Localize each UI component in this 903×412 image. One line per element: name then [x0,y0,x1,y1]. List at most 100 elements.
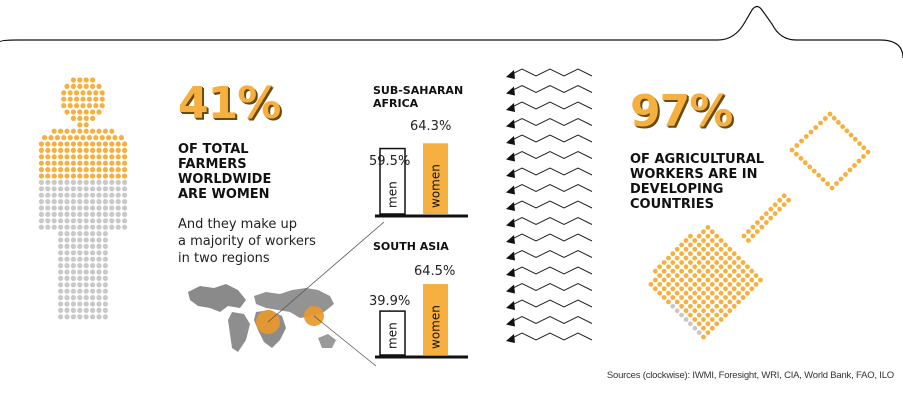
shovel-dot [829,185,835,191]
shovel-dot [772,211,778,217]
zigzag-arrow [507,84,593,94]
shovel-dot [736,299,741,305]
shovel-dot [727,282,733,287]
shovel-dot [723,303,728,309]
zigzag-arrows-divider [506,68,593,343]
figure-dot [45,224,51,230]
figure-dot [45,211,51,217]
figure-dot [83,263,89,269]
figure-dot [70,256,76,262]
figure-dot [58,307,64,313]
shovel-dot [714,242,720,248]
figure-dot [90,211,96,217]
figure-dot [96,218,102,224]
shovel-dot [727,246,733,252]
shovel-dot [816,172,822,178]
figure-dot [115,224,121,230]
figure-dot [83,154,89,160]
shovel-dot [701,273,706,278]
person-figure [38,77,128,320]
shovel-dot [723,251,728,257]
figure-dot [99,96,105,102]
figure-dot [74,90,80,96]
figure-dot [90,77,96,83]
shovel-dot [692,290,698,296]
zigzag-arrow [507,101,593,110]
figure-dot [77,154,83,160]
shovel-dot [723,277,728,283]
figure-dot [58,154,64,160]
figure-dot [42,135,48,141]
figure-dot [38,173,45,179]
arrow-head [506,235,515,244]
shovel-dot [763,220,769,225]
world-map [188,284,336,352]
figure-dot [64,250,70,256]
shovel-dot [705,251,711,257]
figure-dot [83,199,89,205]
figure-dot [96,83,102,89]
figure-dot [58,301,64,307]
figure-dot [80,103,86,109]
figure-dot [80,96,86,102]
shovel-dot [683,255,689,261]
figure-dot [96,179,102,185]
figure-dot [102,141,108,147]
shovel-dot [749,286,755,292]
chart2-women-value: 64.5% [414,264,456,279]
shovel-dot [723,260,728,265]
shovel-dot [679,286,684,292]
figure-dot [122,218,128,224]
shovel-dot [709,299,715,305]
figure-dot [83,269,89,275]
stat1-description-line: And they make up [178,217,297,232]
shovel-dot [705,330,711,335]
figure-dot [112,135,118,141]
figure-dot [83,205,89,211]
figure-dot [77,275,83,281]
figure-dot [83,147,89,153]
shovel-dot [844,128,850,134]
shovel-dot [683,308,689,314]
shovel-dot [674,308,680,314]
shovel-dot [709,290,715,296]
shovel-dot [709,246,715,252]
shovel-dot [692,325,698,331]
figure-dot [86,96,92,102]
figure-dot [70,115,76,121]
shovel-dot [807,164,813,170]
shovel-dot [692,282,698,287]
bar-label-women: women [429,164,443,208]
shovel-dot [705,286,711,292]
shovel-dot [745,290,750,296]
shovel-dot [736,255,741,261]
shovel-dot [794,143,800,148]
figure-dot [58,179,64,185]
figure-dot [70,211,76,217]
shovel-dot [813,125,819,130]
figure-dot [93,90,99,96]
figure-dot [83,218,89,224]
figure-dot [90,307,96,313]
shovel-dot [688,295,693,300]
shovel-dot [740,277,746,283]
figure-dot [77,147,83,153]
figure-dot [64,275,70,281]
figure-dot [83,128,89,134]
figure-dot [38,141,45,147]
shovel-dot [657,264,663,270]
figure-dot [45,218,51,224]
shovel-dot [718,273,724,278]
figure-dot [70,237,76,243]
figure-dot [90,154,96,160]
shovel-dot [683,299,689,305]
figure-dot [115,218,121,224]
bar-label-women: women [429,305,443,349]
figure-dot [96,314,102,320]
figure-dot [58,295,64,301]
shovel-dot [777,197,783,203]
shovel-dot [861,154,866,159]
shovel-dot [727,273,733,278]
figure-dot [38,147,45,153]
figure-dot [83,173,89,179]
